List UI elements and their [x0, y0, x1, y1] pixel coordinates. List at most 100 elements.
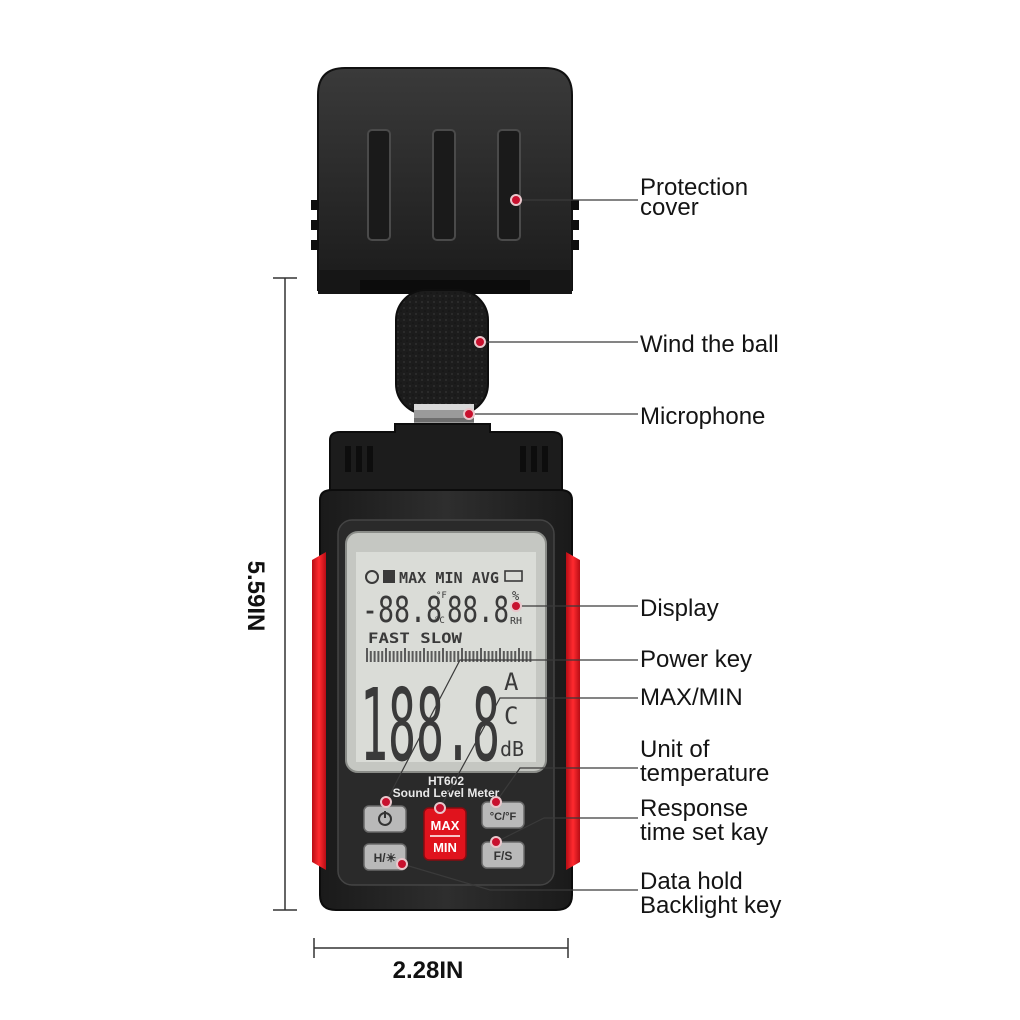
- cover-slots: [367, 129, 521, 241]
- leader-lines: [385, 199, 638, 891]
- lcd-bar-segment: [472, 651, 475, 662]
- lcd-humid-digits: 88.8: [447, 590, 509, 631]
- height-dimension-label: 5.59IN: [242, 561, 269, 632]
- lcd-bar-segment: [438, 651, 441, 662]
- lcd-weight-a: A: [504, 668, 519, 696]
- width-dimension-label: 2.28IN: [393, 957, 464, 984]
- callout-response-time: Response time set kay: [640, 795, 769, 846]
- max-label: MAX: [431, 818, 460, 833]
- lcd-bar-segment: [483, 651, 486, 662]
- marker-display: [510, 600, 522, 612]
- lcd-display: MAX MIN AVG -88.8 °F °C 88.8 % RH FAST S…: [345, 531, 547, 784]
- lcd-bar-segment: [369, 651, 372, 662]
- callout-microphone: Microphone: [640, 403, 766, 430]
- marker-microphone: [463, 408, 475, 420]
- lcd-bar-segment: [400, 651, 403, 662]
- callout-protection-cover: Protection cover: [640, 174, 749, 221]
- lcd-bar-segment: [377, 651, 380, 662]
- hold-label: H/☀: [374, 851, 397, 865]
- wind-ball: [395, 289, 489, 415]
- protection-cover: [311, 67, 579, 294]
- lcd-bar-segment: [381, 651, 384, 662]
- lcd-bar-segment: [385, 648, 387, 662]
- lcd-bar-segment: [476, 651, 479, 662]
- fs-label: F/S: [494, 849, 513, 863]
- lcd-unit-rh: RH: [510, 616, 522, 627]
- lcd-bar-segment: [506, 651, 509, 662]
- lcd-bar-segment: [514, 651, 517, 662]
- red-grip-right: [566, 552, 580, 870]
- lcd-bar-segment: [392, 651, 395, 662]
- lcd-unit-f: °F: [436, 591, 447, 601]
- marker-wind-ball: [474, 336, 486, 348]
- lcd-weight-c: C: [504, 702, 518, 730]
- callout-display: Display: [640, 595, 719, 622]
- lcd-unit-db: dB: [500, 737, 524, 761]
- unit-label: °C/°F: [490, 811, 517, 823]
- marker-max-min: [434, 802, 446, 814]
- lcd-bar-segment: [445, 651, 448, 662]
- callout-power-key: Power key: [640, 646, 753, 673]
- width-dimension-line: [313, 938, 569, 958]
- lcd-bar-segment: [434, 651, 437, 662]
- lcd-bar-segment: [468, 651, 471, 662]
- lcd-bar-segment: [491, 651, 494, 662]
- lcd-bar-segment: [457, 651, 460, 662]
- max-min-button[interactable]: MAX MIN: [423, 807, 467, 861]
- lcd-bar-segment: [407, 651, 410, 662]
- marker-data-hold: [396, 858, 408, 870]
- lcd-hold-icon: [383, 570, 395, 583]
- power-button[interactable]: [363, 805, 407, 833]
- lcd-bar-segment: [464, 651, 467, 662]
- lcd-bar-segment: [453, 651, 456, 662]
- marker-protection-cover: [510, 194, 522, 206]
- microphone: [414, 404, 474, 426]
- lcd-bar-segment: [366, 648, 368, 662]
- lcd-bar-segment: [442, 648, 444, 662]
- lcd-bar-segment: [521, 651, 524, 662]
- lcd-bar-segment: [396, 651, 399, 662]
- lcd-bar-segment: [373, 651, 376, 662]
- lcd-bar-segment: [426, 651, 429, 662]
- lcd-bar-segment: [411, 651, 414, 662]
- callout-unit-temperature: Unit of temperature: [640, 736, 770, 787]
- device-name-label: Sound Level Meter: [393, 786, 500, 800]
- lcd-bar-segment: [487, 651, 490, 662]
- lcd-bar-segment: [502, 651, 505, 662]
- min-label: MIN: [433, 840, 457, 855]
- model-label: HT602: [428, 774, 464, 788]
- lcd-bar-segment: [529, 651, 532, 662]
- lcd-bar-segment: [415, 651, 418, 662]
- lcd-bar-segment: [430, 651, 433, 662]
- lcd-bar-segment: [388, 651, 391, 662]
- height-dimension-line: [273, 277, 297, 911]
- lcd-bar-segment: [461, 648, 463, 662]
- hold-backlight-button[interactable]: H/☀: [363, 843, 407, 871]
- lcd-bar-segment: [404, 648, 406, 662]
- callout-max-min: MAX/MIN: [640, 684, 743, 711]
- callout-data-hold: Data hold Backlight key: [640, 868, 782, 919]
- lcd-temp-digits: -88.8: [362, 590, 442, 631]
- red-grip-left: [312, 552, 326, 870]
- leader-markers: [380, 194, 522, 870]
- lcd-bar-graph: [366, 648, 532, 662]
- callout-wind-ball: Wind the ball: [640, 331, 779, 358]
- lcd-bar-segment: [518, 648, 520, 662]
- lcd-bar-segment: [495, 651, 498, 662]
- lcd-mode-row: MAX MIN AVG: [399, 569, 499, 587]
- unit-button[interactable]: °C/°F: [481, 801, 525, 829]
- lcd-bar-segment: [423, 648, 425, 662]
- marker-response: [490, 836, 502, 848]
- lcd-battery-icon: [504, 570, 523, 582]
- lcd-bar-segment: [510, 651, 513, 662]
- marker-unit: [490, 796, 502, 808]
- lcd-speed: FAST SLOW: [368, 631, 463, 647]
- lcd-bar-segment: [525, 651, 528, 662]
- marker-power-key: [380, 796, 392, 808]
- lcd-main-digits: 188.8: [360, 667, 500, 784]
- fs-button[interactable]: F/S: [481, 841, 525, 869]
- lcd-bar-segment: [480, 648, 482, 662]
- lcd-unit-c: °C: [434, 616, 445, 626]
- lcd-power-icon: [365, 570, 379, 584]
